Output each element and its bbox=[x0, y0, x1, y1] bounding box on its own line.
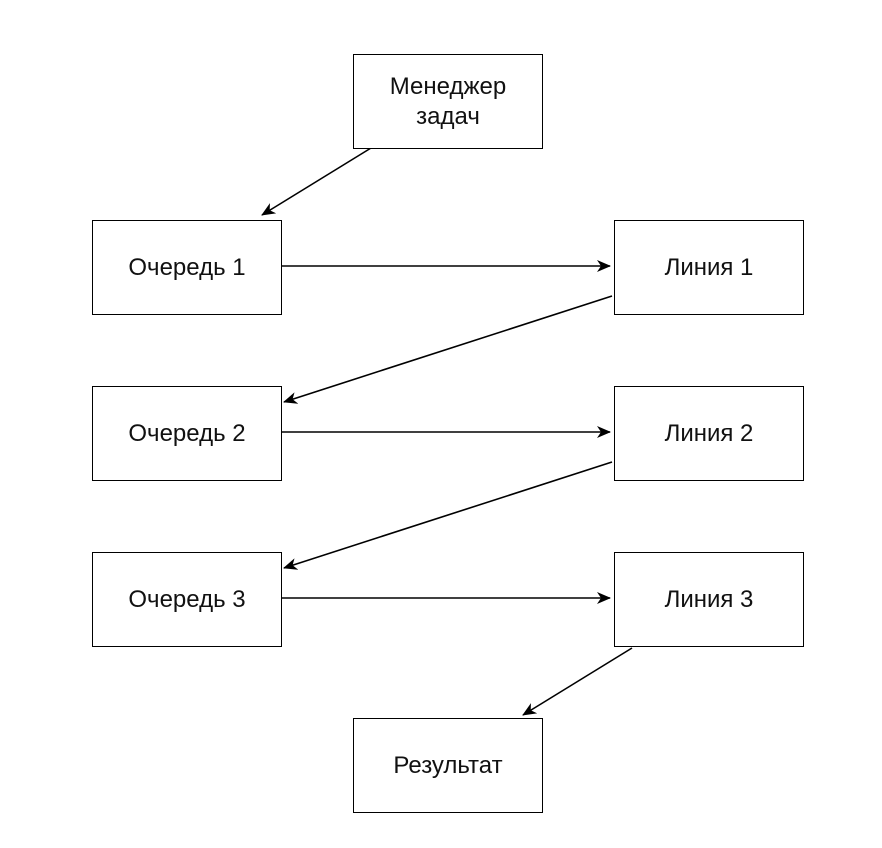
node-queue-2-label: Очередь 2 bbox=[128, 419, 246, 447]
node-result-label: Результат bbox=[393, 751, 503, 779]
node-line-2: Линия 2 bbox=[614, 386, 804, 481]
node-queue-3: Очередь 3 bbox=[92, 552, 282, 647]
edge-line1-to-queue2 bbox=[283, 295, 613, 404]
node-queue-1: Очередь 1 bbox=[92, 220, 282, 315]
edge-line3-to-result bbox=[522, 647, 633, 716]
node-line-3: Линия 3 bbox=[614, 552, 804, 647]
node-task-manager: Менеджер задач bbox=[353, 54, 543, 149]
node-result: Результат bbox=[353, 718, 543, 813]
node-task-manager-label: Менеджер задач bbox=[389, 72, 507, 130]
node-line-2-label: Линия 2 bbox=[664, 419, 754, 447]
node-line-1: Линия 1 bbox=[614, 220, 804, 315]
node-queue-3-label: Очередь 3 bbox=[128, 585, 246, 613]
edge-manager-to-queue1 bbox=[261, 147, 372, 216]
node-line-1-label: Линия 1 bbox=[664, 253, 754, 281]
edge-line2-to-queue3 bbox=[283, 461, 613, 570]
node-queue-1-label: Очередь 1 bbox=[128, 253, 246, 281]
node-line-3-label: Линия 3 bbox=[664, 585, 754, 613]
node-queue-2: Очередь 2 bbox=[92, 386, 282, 481]
